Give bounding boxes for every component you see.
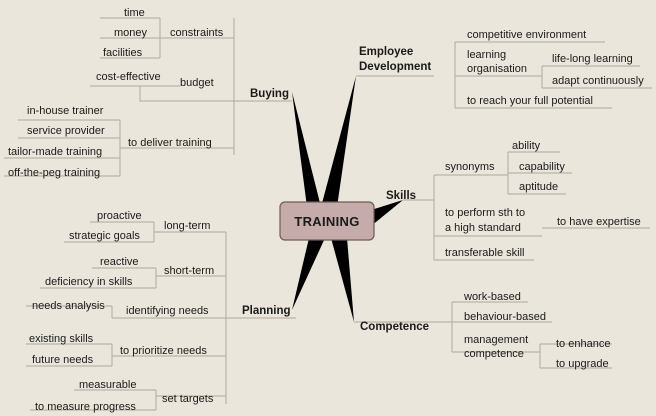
node-competitive-environment: competitive environment <box>467 29 586 41</box>
spike-skills <box>371 200 403 226</box>
node-facilities: facilities <box>103 47 143 59</box>
spike-competence <box>331 238 354 322</box>
node-identifying-needs: identifying needs <box>126 305 209 317</box>
central-spikes <box>292 76 403 322</box>
spike-employee <box>321 76 356 207</box>
branch-skills: Skills synonyms ability capability aptit… <box>386 140 641 259</box>
connector-lines <box>4 17 652 411</box>
node-to-have-expertise: to have expertise <box>557 216 641 228</box>
branch-label-development: Development <box>359 61 431 73</box>
node-competence-sub: competence <box>464 348 524 360</box>
node-to-deliver-training: to deliver training <box>128 137 212 149</box>
node-off-the-peg-training: off-the-peg training <box>8 167 100 179</box>
node-ability: ability <box>512 140 541 152</box>
branch-competence: Competence work-based behaviour-based ma… <box>360 291 610 370</box>
node-measurable: measurable <box>79 379 136 391</box>
node-life-long-learning: life-long learning <box>552 53 633 65</box>
node-capability: capability <box>519 161 565 173</box>
center-label: TRAINING <box>294 214 359 229</box>
branch-label-skills: Skills <box>386 190 416 202</box>
node-needs-analysis: needs analysis <box>32 300 105 312</box>
node-behaviour-based: behaviour-based <box>464 311 546 323</box>
node-management: management <box>464 334 528 346</box>
node-proactive: proactive <box>97 210 142 222</box>
node-time: time <box>124 7 145 19</box>
node-service-provider: service provider <box>27 125 105 137</box>
node-future-needs: future needs <box>32 354 94 366</box>
branch-label-buying: Buying <box>250 88 289 100</box>
node-tailor-made-training: tailor-made training <box>8 146 102 158</box>
node-in-house-trainer: in-house trainer <box>27 105 104 117</box>
branch-buying: Buying constraints time money facilities… <box>8 7 289 179</box>
node-to-prioritize-needs: to prioritize needs <box>120 345 207 357</box>
branch-label-employee: Employee <box>359 46 413 58</box>
node-work-based: work-based <box>463 291 521 303</box>
node-synonyms: synonyms <box>445 161 495 173</box>
node-learning: learning <box>467 49 506 61</box>
branch-label-competence: Competence <box>360 321 429 333</box>
node-perform-line2: a high standard <box>445 222 521 234</box>
node-to-enhance: to enhance <box>556 338 610 350</box>
node-budget: budget <box>180 77 214 89</box>
node-short-term: short-term <box>164 265 214 277</box>
node-adapt-continuously: adapt continuously <box>552 75 644 87</box>
node-full-potential: to reach your full potential <box>467 95 593 107</box>
node-cost-effective: cost-effective <box>96 71 161 83</box>
node-perform-line1: to perform sth to <box>445 207 525 219</box>
node-long-term: long-term <box>164 220 210 232</box>
node-to-upgrade: to upgrade <box>556 358 609 370</box>
node-reactive: reactive <box>100 256 139 268</box>
node-money: money <box>114 27 148 39</box>
center-node: TRAINING <box>279 201 375 241</box>
node-to-measure-progress: to measure progress <box>35 401 136 413</box>
node-set-targets: set targets <box>162 393 214 405</box>
node-transferable-skill: transferable skill <box>445 247 524 259</box>
node-deficiency-in-skills: deficiency in skills <box>45 276 133 288</box>
branch-employee-development: Employee Development competitive environ… <box>359 29 644 107</box>
branch-label-planning: Planning <box>242 305 291 317</box>
branch-planning: Planning long-term proactive strategic g… <box>29 210 291 413</box>
node-existing-skills: existing skills <box>29 333 94 345</box>
node-constraints: constraints <box>170 27 224 39</box>
spike-planning <box>292 238 325 310</box>
spike-buying <box>292 92 321 207</box>
center-box <box>279 201 375 241</box>
node-aptitude: aptitude <box>519 181 558 193</box>
node-strategic-goals: strategic goals <box>69 230 140 242</box>
node-organisation: organisation <box>467 63 527 75</box>
